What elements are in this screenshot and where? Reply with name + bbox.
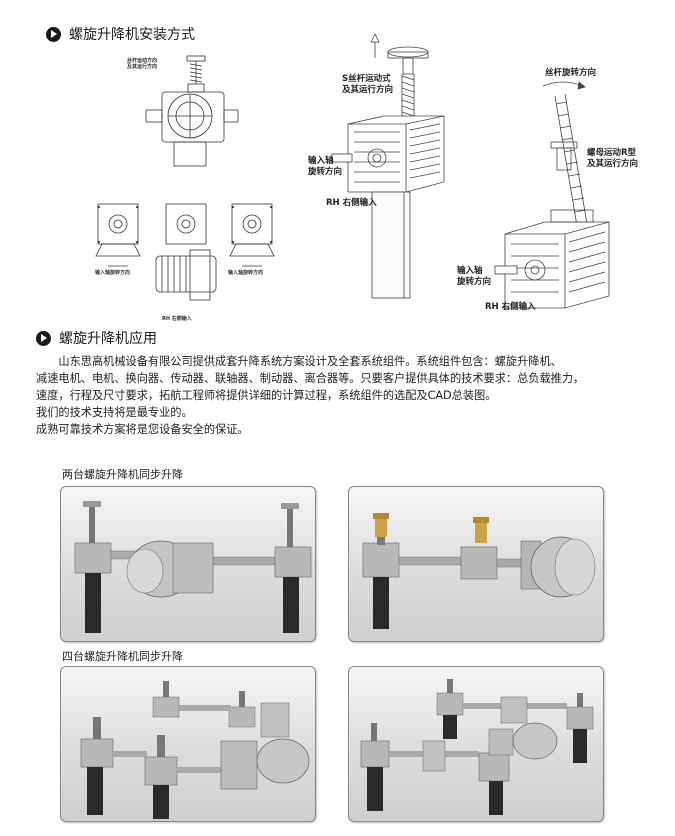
rh-input-label-right: RH 右侧输入 — [485, 302, 536, 312]
section-heading-install: 螺旋升降机安装方式 — [46, 24, 195, 44]
two-jacks-motor-illustration — [362, 513, 596, 629]
s-type-jack-drawing: S丝杆运动式 及其运行方向 输入轴 旋转方向 RH 右侧输入 — [300, 30, 470, 300]
r-type-jack-lines — [494, 81, 610, 309]
paragraph-line: 速度，行程及尺寸要求，拓航工程师将提供详细的计算过程，系统组件的选配及CAD总装… — [36, 389, 497, 402]
photo-four-jacks-1 — [60, 666, 316, 822]
caption-four-jacks: 四台螺旋升降机同步升降 — [62, 650, 183, 663]
drawing-note-motor: RH 右侧输入 — [162, 316, 192, 322]
intro-paragraph: 山东思高机械设备有限公司提供成套升降系统方案设计及全套系统组件。系统组件包含：螺… — [36, 353, 666, 438]
section-heading-application: 螺旋升降机应用 — [36, 328, 157, 348]
paragraph-line: 成熟可靠技术方案将是您设备安全的保证。 — [36, 423, 249, 436]
section-title: 螺旋升降机应用 — [59, 331, 157, 347]
play-bullet-icon — [36, 330, 51, 346]
nut-motion-label: 螺母运动R型 及其运行方向 — [587, 148, 639, 169]
photo-two-jacks-1 — [60, 486, 316, 642]
input-rotation-label-right: 输入轴 旋转方向 — [457, 266, 492, 287]
input-rotation-label: 输入轴 旋转方向 — [308, 156, 343, 177]
two-jacks-illustration — [74, 501, 312, 633]
rh-input-label: RH 右侧输入 — [326, 198, 377, 208]
s-type-jack-lines — [331, 33, 445, 299]
paragraph-line: 山东思高机械设备有限公司提供成套升降系统方案设计及全套系统组件。系统组件包含：螺… — [36, 355, 562, 368]
caption-two-jacks: 两台螺旋升降机同步升降 — [62, 468, 183, 481]
four-jacks-illustration — [80, 681, 310, 819]
paragraph-line: 我们的技术支持将是最专业的。 — [36, 406, 193, 419]
mounting-drawing-lines — [95, 55, 275, 301]
play-bullet-icon — [46, 26, 61, 42]
screw-rotation-label: 丝杆旋转方向 — [545, 68, 597, 78]
drawing-note-left: 输入轴旋转方向 — [95, 270, 131, 276]
drawing-note-top: 丝杆运动方向 及其运行方向 — [127, 58, 158, 70]
paragraph-line: 减速电机、电机、换向器、传动器、联轴器、制动器、离合器等。只要客户提供具体的技术… — [36, 372, 585, 385]
photo-two-jacks-2 — [348, 486, 604, 642]
section-title: 螺旋升降机安装方式 — [69, 27, 195, 43]
drawing-note-right: 输入轴旋转方向 — [228, 270, 264, 276]
s-type-label: S丝杆运动式 及其运行方向 — [342, 74, 394, 95]
mounting-drawing-left: 丝杆运动方向 及其运行方向 — [90, 44, 290, 324]
r-type-jack-drawing: 丝杆旋转方向 螺母运动R型 及其运行方向 输入轴 旋转方向 RH 右侧输入 — [455, 58, 670, 313]
photo-four-jacks-2 — [348, 666, 604, 822]
four-jacks-motor-illustration — [360, 679, 594, 815]
